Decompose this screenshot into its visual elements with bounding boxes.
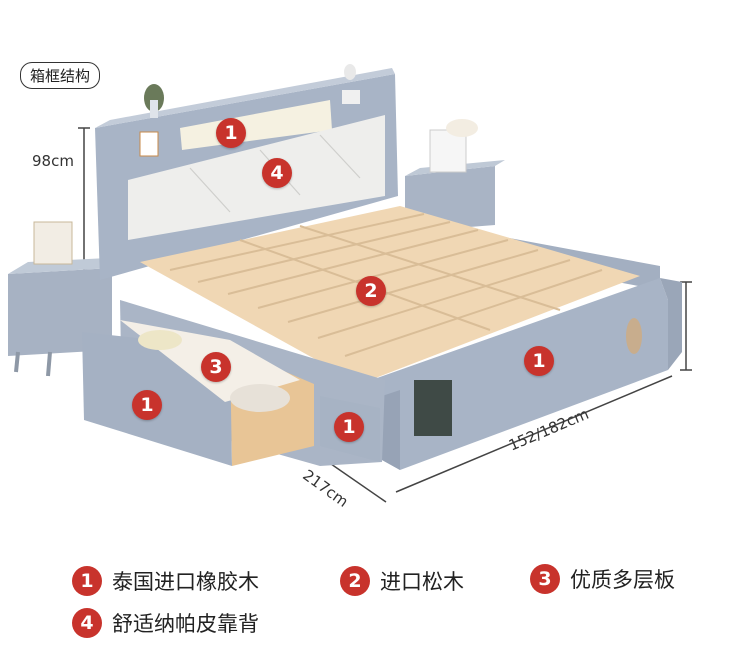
- headboard-decor: [144, 64, 356, 118]
- height-dimension: 98cm: [32, 152, 74, 170]
- marker-2-slats: 2: [356, 276, 386, 306]
- structure-tag: 箱框结构: [20, 62, 101, 89]
- legend-item-pine: 2 进口松木: [340, 566, 464, 596]
- marker-1-side-panel: 1: [334, 412, 364, 442]
- side-drawer: [82, 300, 385, 466]
- legend-number-badge: 4: [72, 608, 102, 638]
- legend-item-nappa-leather: 4 舒适纳帕皮靠背: [72, 608, 259, 638]
- legend-label: 舒适纳帕皮靠背: [112, 612, 259, 636]
- legend-number-badge: 2: [340, 566, 370, 596]
- marker-4-backrest: 4: [262, 158, 292, 188]
- foot-frame: [360, 278, 682, 470]
- legend-number-badge: 1: [72, 566, 102, 596]
- marker-3-drawer: 3: [201, 352, 231, 382]
- legend-number-badge: 3: [530, 564, 560, 594]
- bed-illustration: [8, 64, 692, 503]
- legend-item-plywood: 3 优质多层板: [530, 564, 675, 594]
- legend-label: 进口松木: [380, 570, 464, 594]
- legend-item-rubberwood: 1 泰国进口橡胶木: [72, 566, 259, 596]
- marker-1-footboard: 1: [524, 346, 554, 376]
- legend-label: 优质多层板: [570, 568, 675, 592]
- slat-platform: [140, 206, 640, 384]
- marker-1-drawer-front: 1: [132, 390, 162, 420]
- legend-label: 泰国进口橡胶木: [112, 570, 259, 594]
- marker-1-headboard: 1: [216, 118, 246, 148]
